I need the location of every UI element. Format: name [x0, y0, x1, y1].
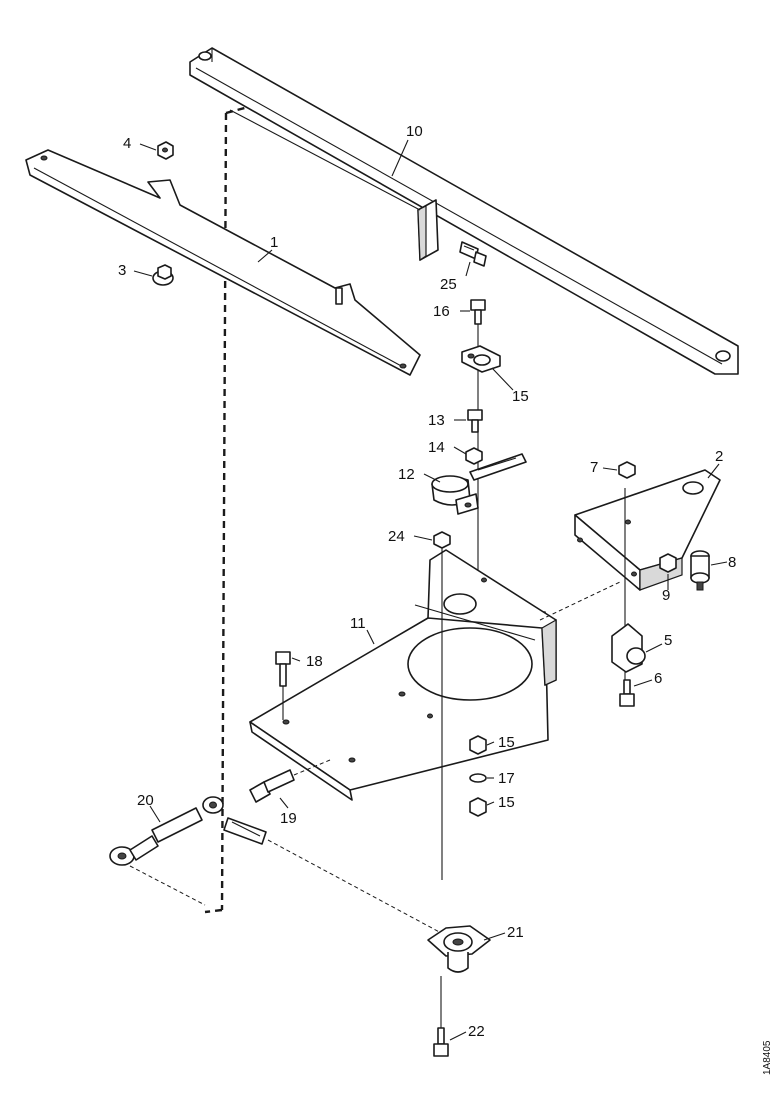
callout-leaders [133, 139, 728, 1041]
part-17-screw [470, 299, 486, 325]
part-11-mounting-plate [249, 549, 621, 801]
part-21-rod-end-assembly [109, 796, 446, 936]
callout-24: 24 [388, 528, 405, 545]
callout-1: 1 [270, 234, 278, 251]
callout-25: 25 [440, 276, 457, 293]
callout-10: 10 [406, 123, 423, 140]
part-23-screw [433, 1027, 449, 1057]
part-4-nut [157, 141, 174, 160]
callout-18: 17 [498, 770, 515, 787]
part-15-nut-upper [469, 735, 487, 755]
part-25-bolt [459, 241, 487, 267]
callout-15-upper: 15 [498, 734, 515, 751]
part-22-hub [427, 925, 491, 1030]
part-10-channel-rail [189, 47, 739, 375]
callout-20: 19 [280, 810, 297, 827]
part-12-switch [431, 453, 527, 515]
callout-5: 5 [664, 632, 672, 649]
callout-2: 2 [715, 448, 723, 465]
callout-17: 16 [433, 303, 450, 320]
callout-23: 22 [468, 1023, 485, 1040]
callout-11: 11 [350, 615, 366, 632]
part-18-washer [469, 773, 487, 783]
callout-8: 8 [728, 554, 736, 571]
callout-6: 6 [654, 670, 662, 687]
callout-7: 7 [590, 459, 598, 476]
part-20-bolt [249, 759, 331, 803]
part-19-screw [275, 651, 291, 720]
part-9-nut [659, 553, 677, 573]
callout-13: 13 [428, 412, 445, 429]
figure-code: 1A8405 [762, 1040, 773, 1075]
part-1-mounting-bar [25, 149, 421, 376]
callout-12: 12 [398, 466, 415, 483]
callout-21: 20 [137, 792, 154, 809]
part-3-washer-nut [152, 264, 174, 286]
part-8-bushing [690, 550, 710, 591]
part-6-screw [619, 679, 635, 707]
callout-14: 14 [428, 439, 445, 456]
part-24-nut [433, 531, 451, 880]
part-13-screw [467, 409, 483, 433]
part-5-clip [611, 623, 646, 673]
callout-15-lower-text: 15 [498, 794, 515, 811]
callout-19: 18 [306, 653, 323, 670]
part-14-nut [465, 447, 483, 465]
callout-4: 4 [123, 135, 131, 152]
part-16-clamp [461, 345, 501, 373]
callout-16: 15 [512, 388, 529, 405]
callout-22: 21 [507, 924, 524, 941]
callout-3: 3 [118, 262, 126, 279]
part-7-nut [618, 461, 636, 479]
callout-9: 9 [662, 587, 670, 604]
part-15-nut-lower [469, 797, 487, 817]
